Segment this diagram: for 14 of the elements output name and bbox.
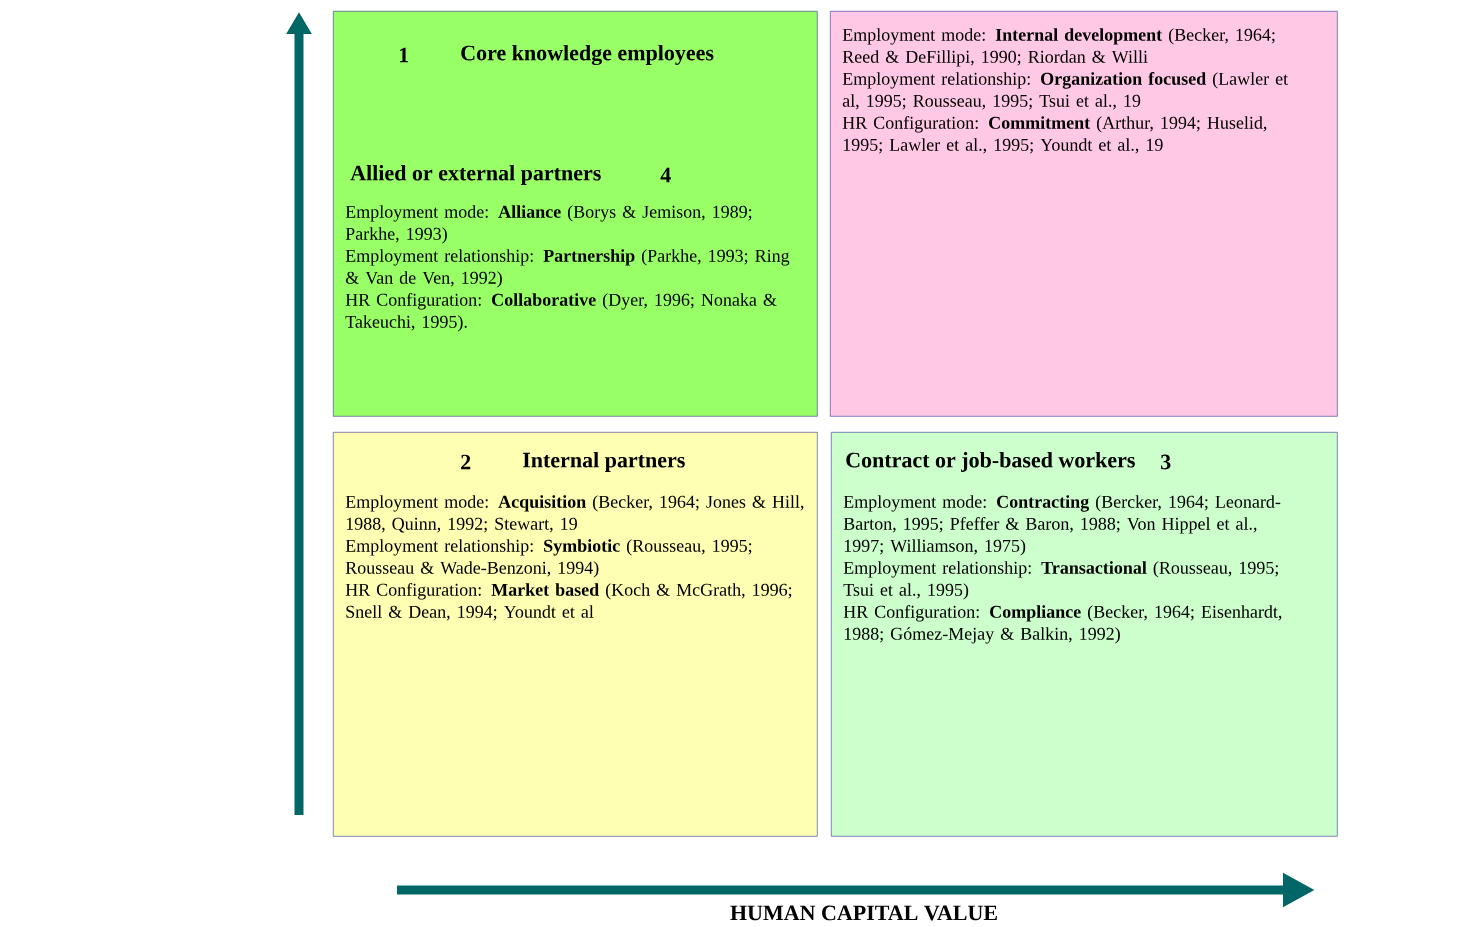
citation-text: HR Configuration: Compliance (Becker, 1964; Eisenhardt, 1988; Gómez-Mejay & Balkin, 1992) (843, 605, 1282, 644)
citation-text: Employment relationship: Partnership (Parkhe, 1993; Ring & Van de Ven, 1992) (345, 249, 790, 288)
citation-text: Employment mode: Alliance (Borys & Jemison, 1989; Parkhe, 1993) (345, 205, 752, 244)
axis-label: HUMAN CAPITAL VALUE (730, 905, 997, 921)
citation-text: HR Configuration: Market based (Koch & McGrath, 1996; Snell & Dean, 1994; Youndt et al (345, 583, 792, 621)
citation-text: HR Configuration: Commitment (Arthur, 1994; Huselid, 1995; Lawler et al., 1995; Youndt et al., 19 (842, 116, 1267, 154)
citation-text: HR Configuration: Collaborative (Dyer, 1996; Nonaka & Takeuchi, 1995). (345, 293, 777, 332)
citation-text: Employment relationship: Organization focused (Lawler et al, 1995; Rousseau, 1995; Tsui et al., 19 (842, 72, 1288, 110)
citation-text: Employment relationship: Transactional (Rousseau, 1995; Tsui et al., 1995) (843, 561, 1278, 600)
citation-text: Employment mode: Contracting (Bercker, 1964; Leonard-Barton, 1995; Pfeffer & Baron, 1988; Von Hippel et al., 1997; Williamson, 1975) (843, 495, 1281, 556)
empty-quadrant-box (830, 11, 1338, 417)
citation-text: Employment relationship: Symbiotic (Rousseau, 1995; Rousseau & Wade-Benzoni, 1994) (345, 539, 752, 578)
citation-text: Employment mode: Acquisition (Becker, 1964; Jones & Hill, 1988, Quinn, 1992; Stewart, 19 (345, 495, 804, 533)
citation-text: Employment mode: Internal development (Becker, 1964; Reed & DeFillipi, 1990; Riordan & Willi (842, 28, 1275, 67)
